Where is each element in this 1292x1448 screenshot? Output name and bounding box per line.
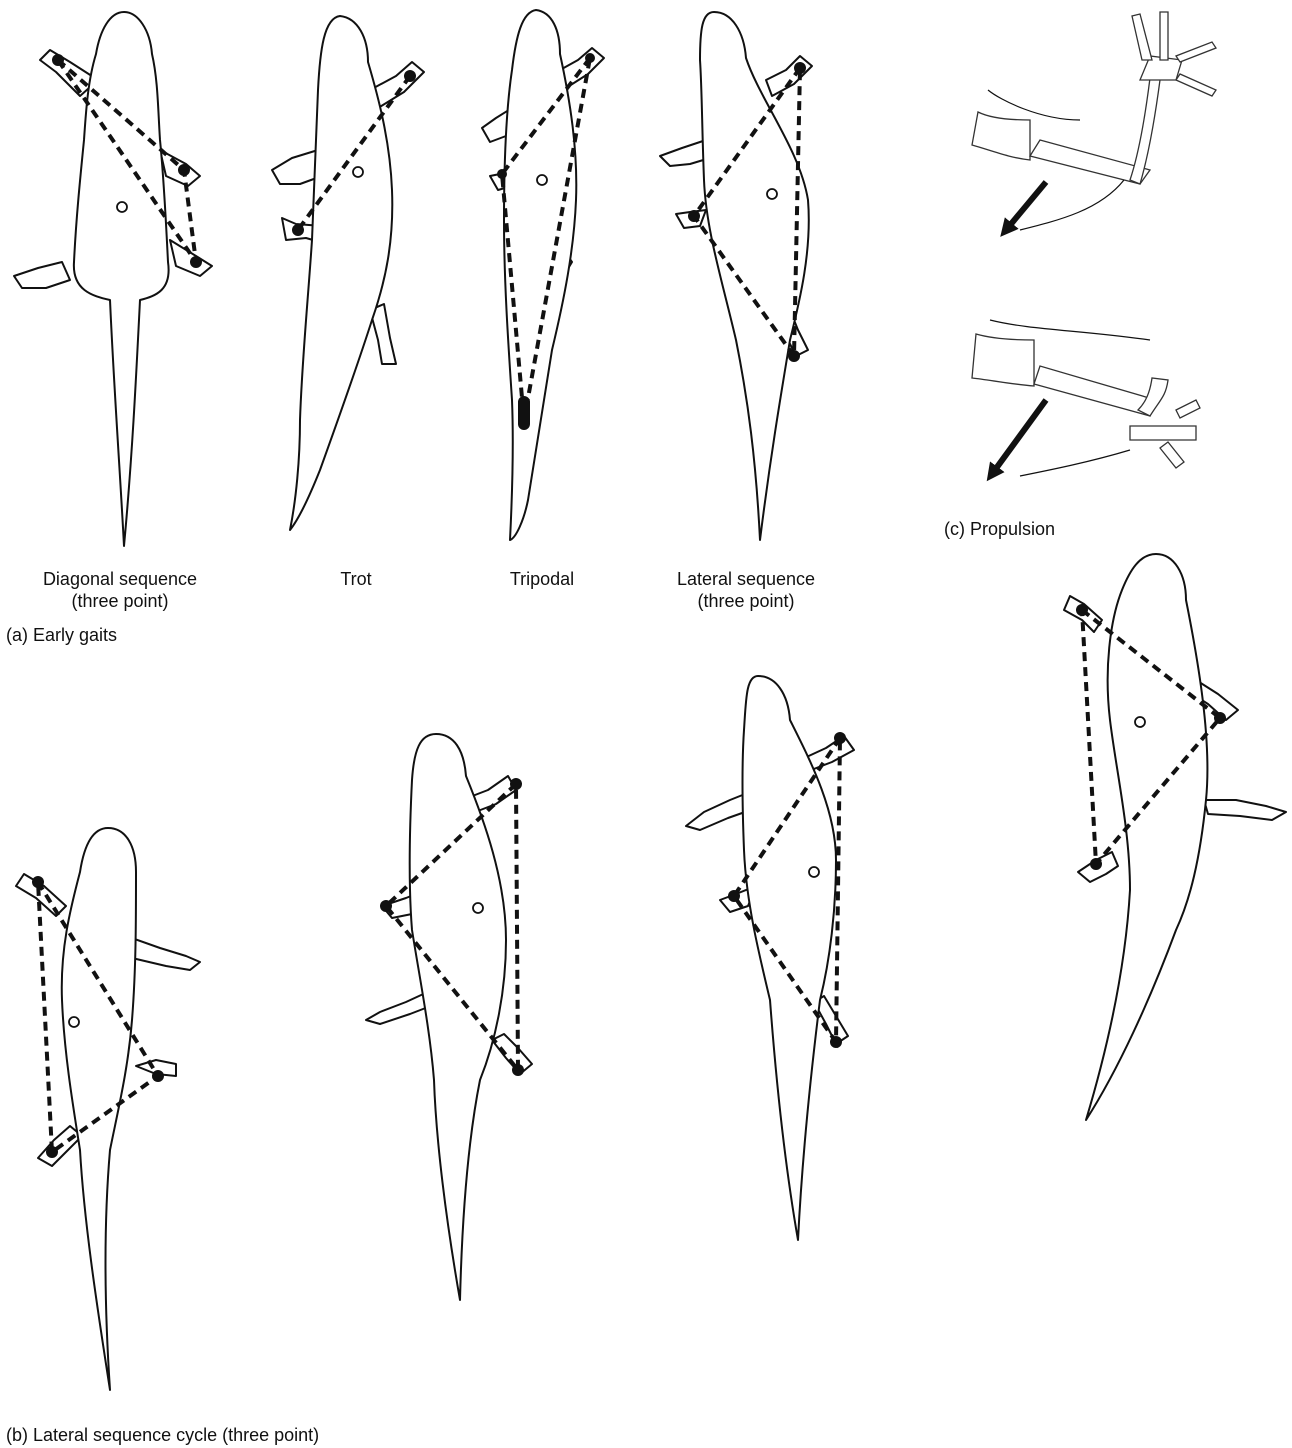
salamander-trot: [272, 16, 424, 530]
label-diagonal-sequence-text: Diagonal sequence (three point): [43, 568, 197, 612]
label-trot: Trot: [340, 568, 371, 590]
salamander-cycle-1: [16, 828, 200, 1390]
propulsion-limb-bottom: [972, 320, 1200, 476]
caption-lateral-sequence-cycle: (b) Lateral sequence cycle (three point): [6, 1424, 319, 1446]
salamander-cycle-2: [366, 734, 532, 1300]
label-lateral-sequence-text: Lateral sequence (three point): [677, 568, 815, 612]
salamander-cycle-3: [686, 676, 854, 1240]
salamander-tripodal: [482, 10, 604, 540]
salamander-diagonal-sequence: [14, 12, 212, 546]
label-tripodal: Tripodal: [510, 568, 574, 590]
caption-propulsion: (c) Propulsion: [944, 518, 1055, 540]
propulsion-limb-top: [972, 12, 1216, 230]
salamander-lateral-sequence: [660, 12, 812, 540]
caption-early-gaits: (a) Early gaits: [6, 624, 117, 646]
salamander-cycle-4: [1064, 554, 1286, 1120]
label-diagonal-sequence: Diagonal sequence (three point): [43, 568, 197, 612]
label-lateral-sequence: Lateral sequence (three point): [677, 568, 815, 612]
